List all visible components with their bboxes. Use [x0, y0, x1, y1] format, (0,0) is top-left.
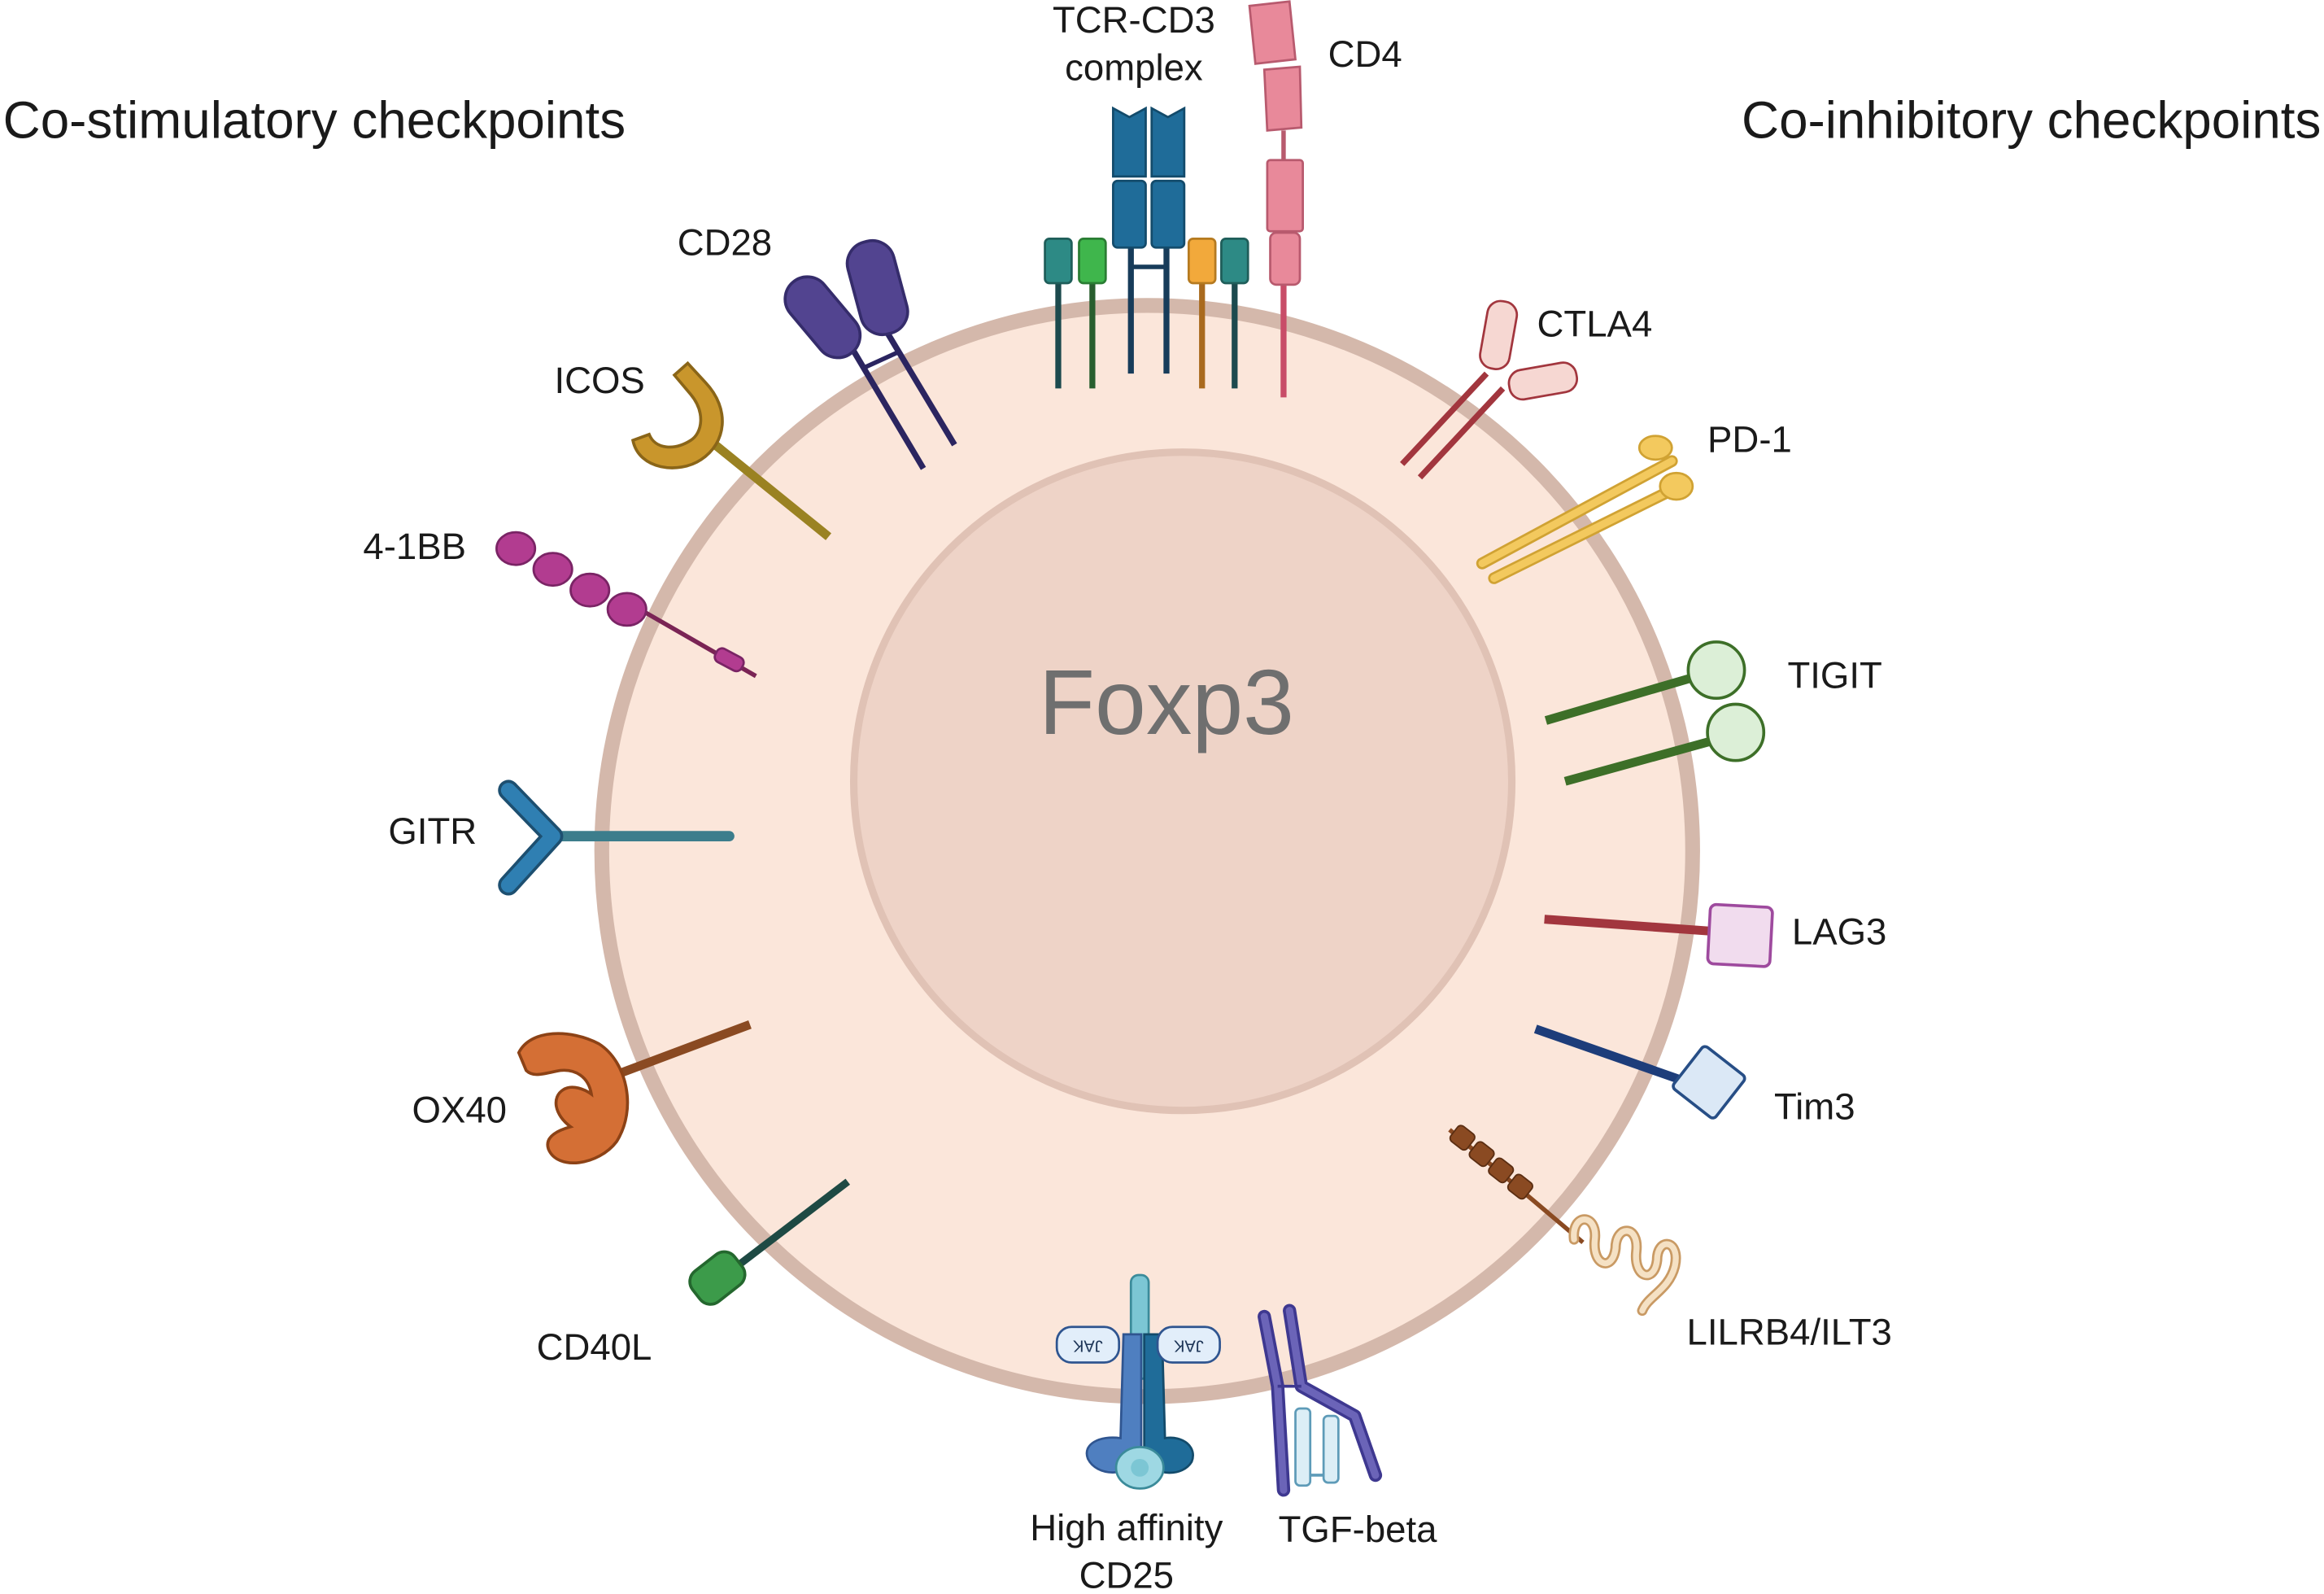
tim3-receptor	[1533, 1024, 1746, 1120]
cd25-label-line2: CD25	[1079, 1554, 1174, 1593]
jak-left-icon	[1055, 1325, 1121, 1364]
ctla4-label: CTLA4	[1537, 304, 1653, 345]
cd28-label: CD28	[678, 221, 772, 263]
cd4-receptor	[1248, 0, 1304, 398]
icos-receptor	[630, 360, 831, 540]
lilrb4-ilt3-label: LILRB4/ILT3	[1687, 1312, 1892, 1353]
ox40-receptor	[517, 1020, 752, 1164]
icos-label: ICOS	[554, 360, 644, 401]
tcr-cd3-label-line1: TCR-CD3	[1053, 0, 1215, 41]
4-1bb-receptor	[495, 531, 757, 679]
cd28-receptor	[783, 238, 957, 470]
header-costimulatory: Co-stimulatory checkpoints	[3, 90, 626, 149]
cd25-receptor: JAK JAK	[1055, 1273, 1221, 1490]
cell: Foxp3	[594, 298, 1700, 1404]
ctla4-receptor	[1400, 299, 1579, 480]
tim3-label: Tim3	[1774, 1086, 1855, 1128]
tgf-beta-label: TGF-beta	[1279, 1509, 1438, 1550]
tcr-cd3-label-line2: complex	[1065, 46, 1203, 88]
nucleus-label: Foxp3	[1039, 651, 1294, 753]
tigit-receptor	[1544, 640, 1766, 786]
tigit-label: TIGIT	[1787, 654, 1881, 696]
lilrb4-ilt3-receptor	[1448, 1125, 1681, 1317]
cd40l-label: CD40L	[537, 1326, 652, 1368]
cd4-label: CD4	[1328, 33, 1402, 75]
jak-right-icon	[1156, 1325, 1221, 1364]
lag3-receptor	[1544, 902, 1774, 968]
cd25-label-line1: High affinity	[1030, 1507, 1223, 1548]
cd40l-receptor	[688, 1178, 851, 1306]
jak-right-label: JAK	[1173, 1336, 1203, 1354]
tcr-cd3-receptor	[1044, 106, 1249, 389]
tgf-beta-receptor	[1258, 1304, 1383, 1497]
header-coinhibitory: Co-inhibitory checkpoints	[1742, 90, 2321, 149]
jak-left-label: JAK	[1072, 1336, 1102, 1354]
pd-1-label: PD-1	[1707, 419, 1792, 461]
pd-1-receptor	[1476, 435, 1694, 584]
gitr-receptor	[498, 780, 735, 896]
ox40-label: OX40	[412, 1089, 507, 1130]
lag3-label: LAG3	[1792, 911, 1886, 953]
nucleus	[849, 448, 1516, 1115]
gitr-label: GITR	[388, 810, 477, 852]
4-1bb-label: 4-1BB	[363, 526, 466, 567]
